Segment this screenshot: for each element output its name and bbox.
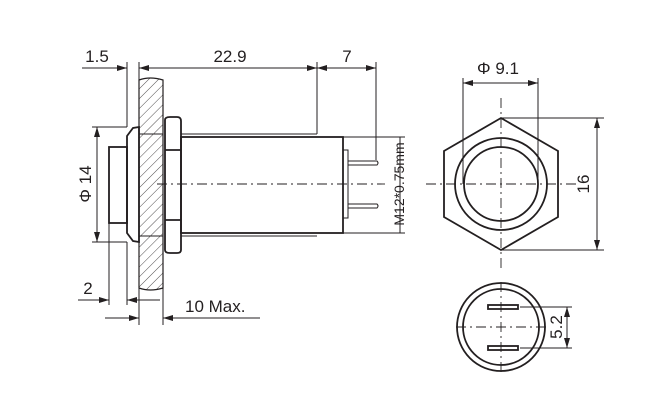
dim-panel-thickness: 10 Max. <box>185 297 245 316</box>
dim-flange-thickness: 1.5 <box>85 47 109 66</box>
nut <box>164 116 182 254</box>
terminal-slot <box>487 345 519 351</box>
dim-flange-diameter: Φ 14 <box>76 165 95 202</box>
front-view: Φ 9.1 16 <box>426 59 604 270</box>
dim-pin-spacing: 5.2 <box>547 315 566 339</box>
rear-view: 5.2 <box>456 282 572 373</box>
dim-body-length: 22.9 <box>213 47 246 66</box>
dim-thread: M12*0.75mm <box>391 142 407 225</box>
switch-body <box>180 136 344 234</box>
terminal-pin <box>348 203 379 209</box>
terminal-pin <box>348 160 379 166</box>
terminal-slot <box>487 304 519 310</box>
flange <box>126 125 140 244</box>
dim-button-height: 2 <box>83 279 92 298</box>
dim-hex-size: 16 <box>574 175 593 194</box>
dim-pin-length: 7 <box>342 47 351 66</box>
dim-button-diameter: Φ 9.1 <box>477 59 519 78</box>
side-view: 1.5 22.9 7 Φ 14 M12*0.75mm 2 10 Max. <box>76 47 407 325</box>
button-cap <box>108 146 128 224</box>
